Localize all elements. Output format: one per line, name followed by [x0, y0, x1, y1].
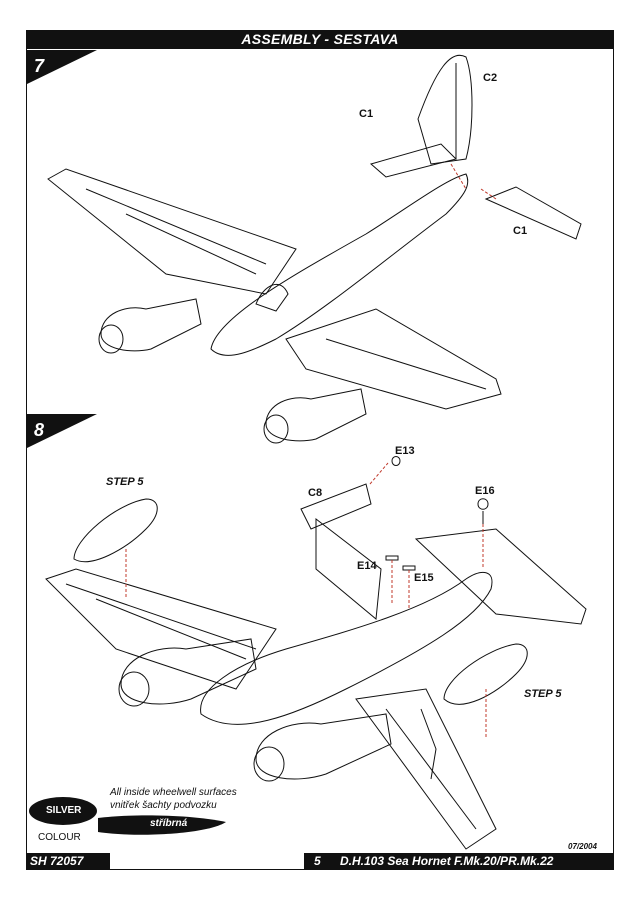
part-c8	[300, 483, 372, 530]
kit-code: SH 72057	[26, 853, 110, 869]
callout-c2: C2	[483, 72, 498, 84]
drop-tank-left	[73, 498, 158, 563]
callout-e16: E16	[475, 485, 495, 497]
ref-step-5-left: STEP 5	[106, 476, 144, 488]
ref-step-5-right: STEP 5	[524, 688, 562, 700]
part-e14	[385, 555, 399, 561]
footer-bar: 5 D.H.103 Sea Hornet F.Mk.20/PR.Mk.22	[304, 853, 614, 869]
nacelle-left-8	[120, 638, 257, 705]
part-e13	[391, 456, 401, 466]
tailplane-right	[484, 186, 582, 240]
step-7-number: 7	[34, 56, 45, 76]
callout-e14: E14	[357, 560, 377, 572]
canopy-7	[255, 283, 289, 312]
nacelle-right-7	[265, 388, 367, 442]
step-8-number: 8	[34, 420, 45, 440]
date-stamp: 07/2004	[568, 842, 597, 851]
part-e15	[402, 565, 416, 571]
fuselage-7	[210, 173, 469, 356]
drop-tank-right	[443, 643, 528, 705]
wing-left-7	[47, 168, 297, 295]
wing-left-8	[45, 568, 277, 690]
colour-note-line1: All inside wheelwell surfaces	[110, 787, 237, 798]
callout-c8: C8	[308, 487, 323, 499]
wing-right-8	[414, 528, 587, 625]
silver-swatch	[29, 797, 97, 825]
tailplane-left	[369, 143, 457, 178]
colour-note-line3: stříbrná	[150, 818, 188, 829]
assembly-illustration	[45, 54, 587, 850]
page-frame	[26, 49, 614, 870]
colour-note-line2: vnitřek šachty podvozku	[110, 800, 217, 811]
wing-lower-right-8	[355, 688, 497, 850]
callout-e15: E15	[414, 572, 434, 584]
colour-note-bar	[98, 815, 226, 835]
page-title: ASSEMBLY - SESTAVA	[26, 30, 614, 49]
page-number: 5	[314, 854, 321, 868]
fuselage-8	[200, 571, 493, 725]
part-e16	[477, 498, 489, 510]
nacelle-right-8	[255, 713, 392, 780]
swatch-colour-label: COLOUR	[38, 832, 81, 843]
swatch-name: SILVER	[46, 805, 82, 816]
footer-title: D.H.103 Sea Hornet F.Mk.20/PR.Mk.22	[340, 854, 554, 868]
fin-c2	[417, 54, 473, 165]
callout-c1-right: C1	[513, 225, 528, 237]
callout-e13: E13	[395, 445, 415, 457]
nacelle-left-7	[100, 298, 202, 352]
wing-right-7	[285, 308, 502, 410]
callout-c1-left: C1	[359, 108, 374, 120]
